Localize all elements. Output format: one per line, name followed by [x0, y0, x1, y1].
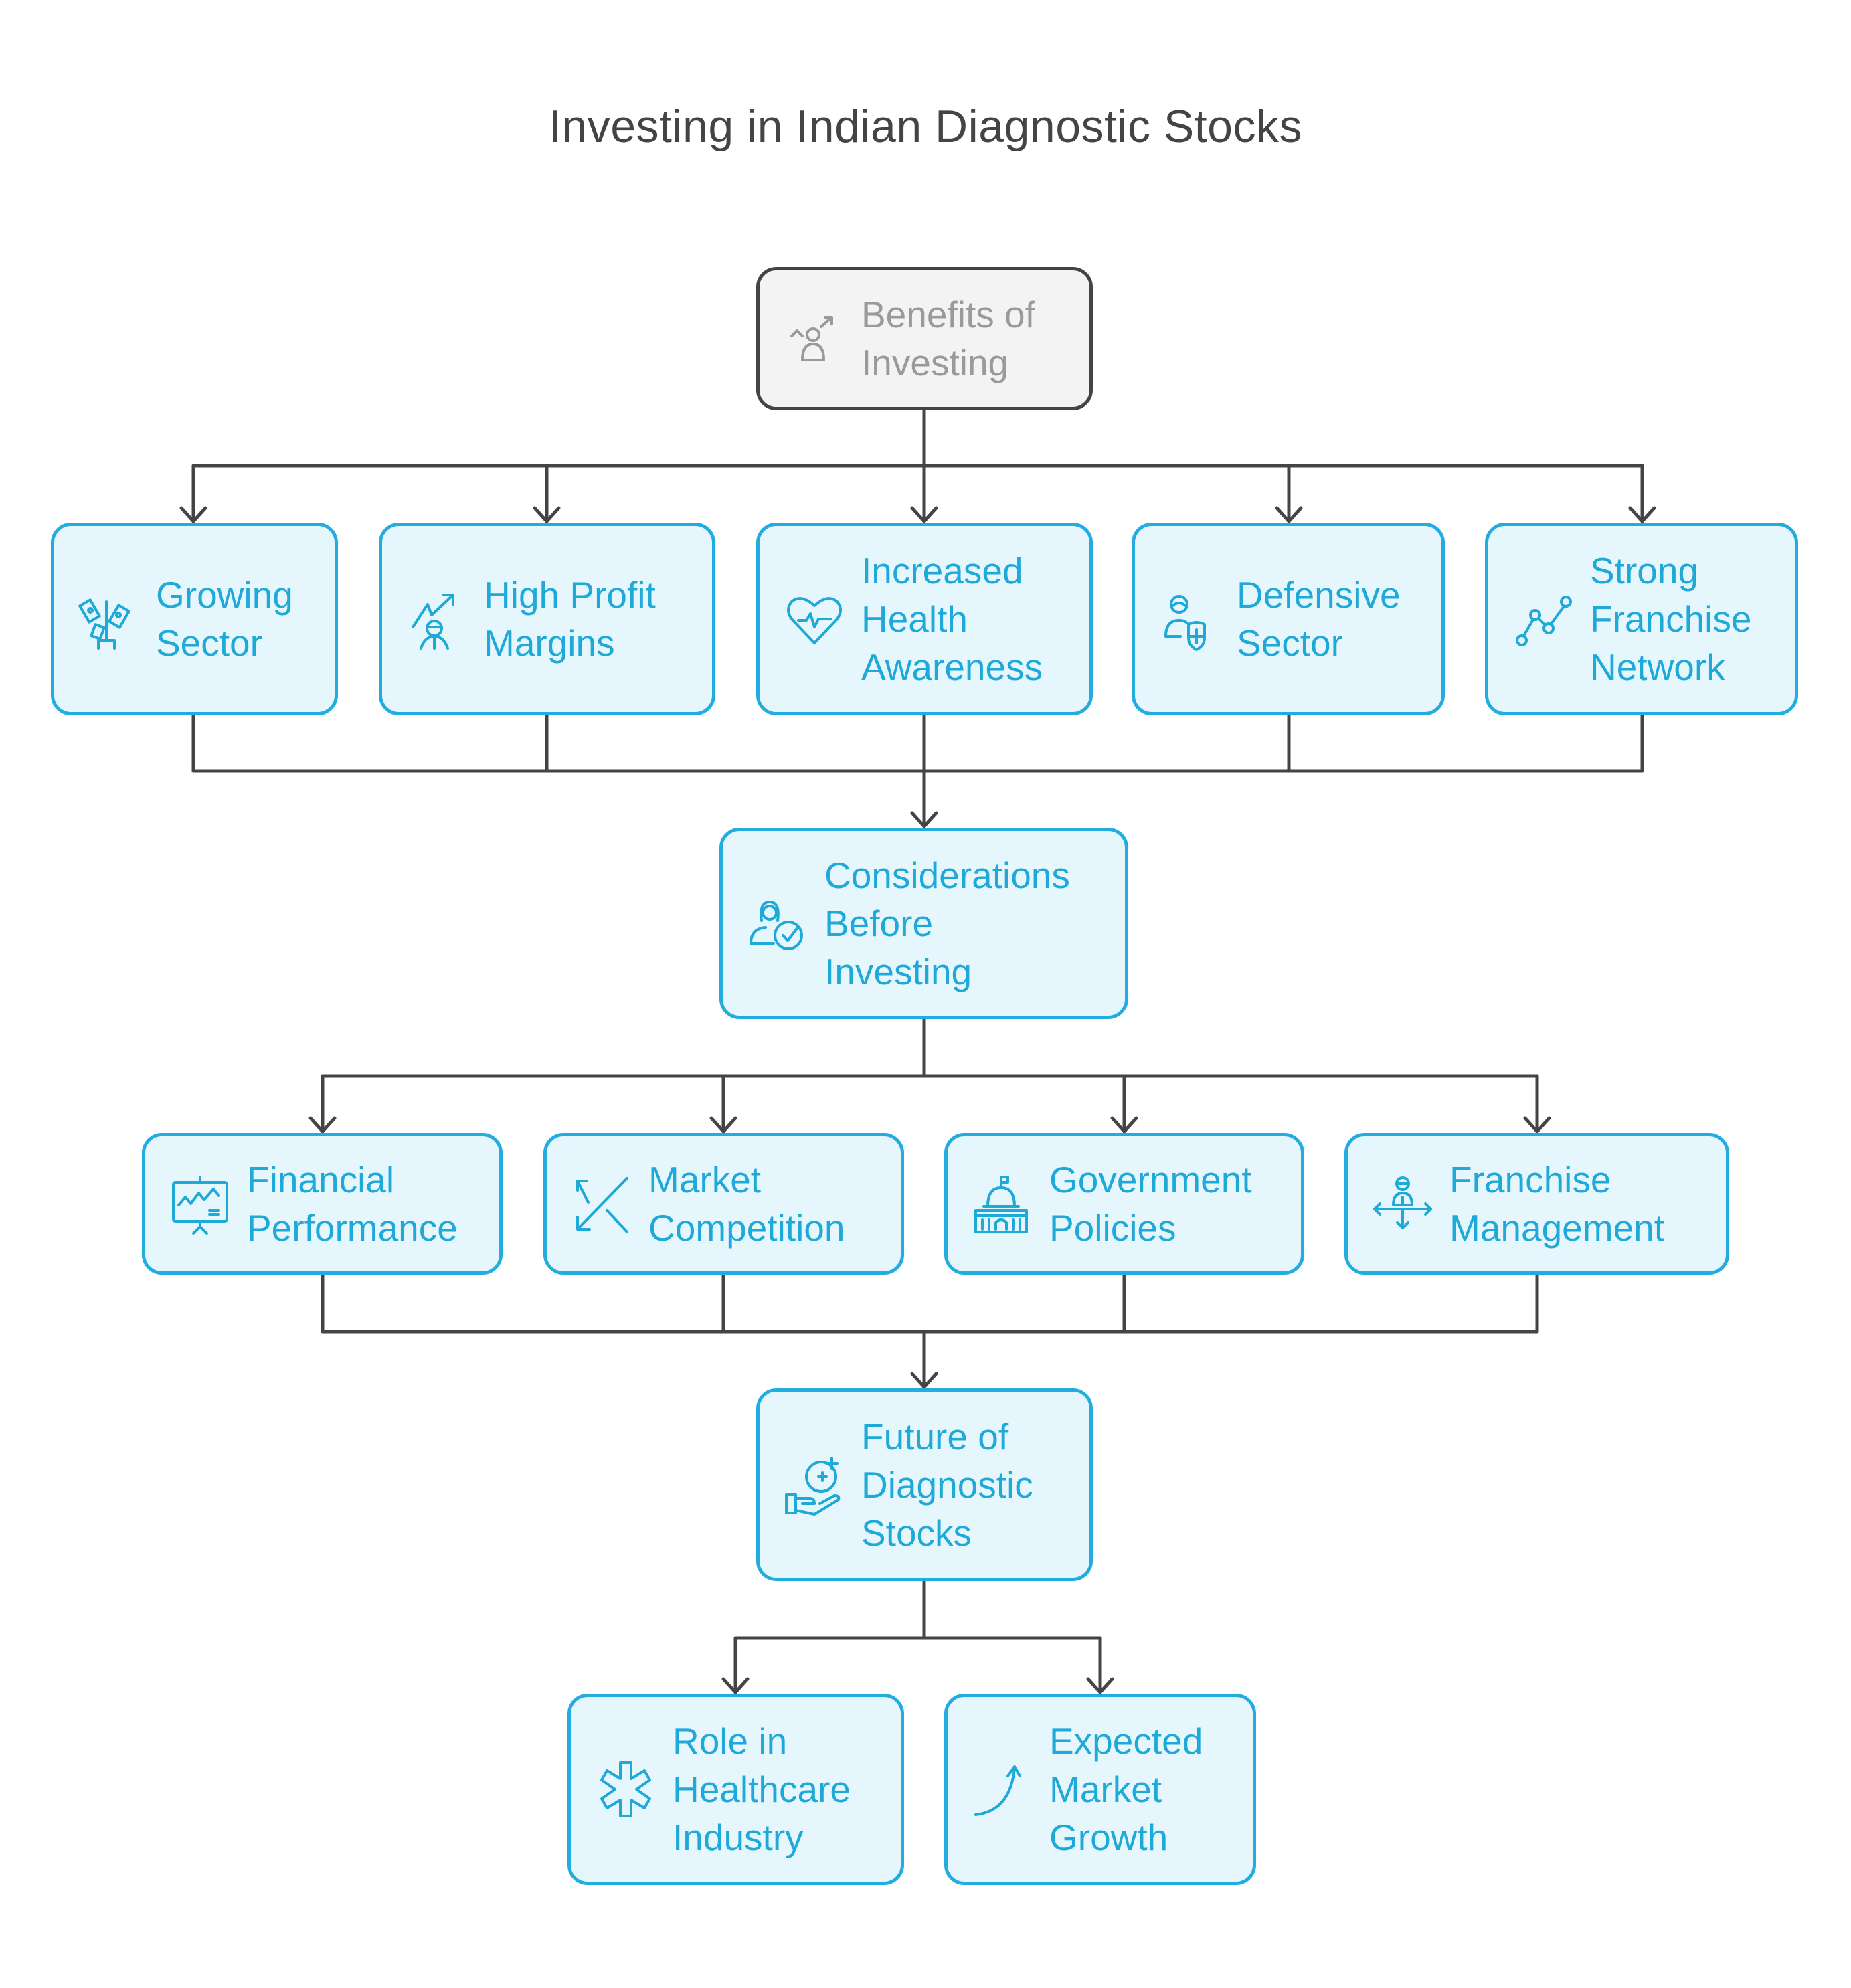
person-check-icon — [745, 891, 810, 956]
node-high-profit-margins[interactable]: High Profit Margins — [379, 523, 715, 715]
node-label: Increased Health Awareness — [861, 550, 1043, 688]
node-franchise-management[interactable]: Franchise Management — [1344, 1133, 1729, 1275]
node-benefits-of-investing[interactable]: Benefits of Investing — [756, 267, 1093, 410]
arrowhead — [709, 1116, 737, 1134]
arrowhead — [1523, 1116, 1551, 1134]
arrowhead — [1086, 1677, 1114, 1694]
node-label: Government Policies — [1049, 1159, 1252, 1249]
arrowhead — [721, 1677, 750, 1694]
node-financial-performance[interactable]: Financial Performance — [142, 1133, 503, 1275]
curved-arrow-up-icon — [970, 1757, 1035, 1821]
money-plant-icon — [77, 587, 141, 651]
node-label: Defensive Sector — [1237, 574, 1401, 664]
person-growth-icon — [782, 306, 847, 371]
node-increased-health-awareness[interactable]: Increased Health Awareness — [756, 523, 1093, 715]
node-government-policies[interactable]: Government Policies — [944, 1133, 1304, 1275]
arrowhead — [910, 506, 938, 523]
node-market-competition[interactable]: Market Competition — [543, 1133, 904, 1275]
node-label: Benefits of Investing — [861, 294, 1035, 383]
node-label: Franchise Management — [1449, 1159, 1665, 1249]
node-label: Future of Diagnostic Stocks — [861, 1416, 1033, 1554]
arrowhead — [910, 811, 938, 828]
node-future-of-diagnostic-stocks[interactable]: Future of Diagnostic Stocks — [756, 1388, 1093, 1581]
crossing-arrows-icon — [569, 1172, 634, 1236]
arrowhead — [1110, 1116, 1138, 1134]
network-nodes-icon — [1511, 587, 1575, 651]
node-expected-market-growth[interactable]: Expected Market Growth — [944, 1694, 1256, 1885]
person-directions-icon — [1371, 1172, 1435, 1236]
node-label: Growing Sector — [156, 574, 293, 664]
node-label: Expected Market Growth — [1049, 1720, 1203, 1858]
arrowhead — [308, 1116, 337, 1134]
arrowhead — [179, 506, 207, 523]
capitol-building-icon — [970, 1172, 1035, 1236]
node-label: Market Competition — [648, 1159, 845, 1249]
arrowhead — [1628, 506, 1656, 523]
node-label: Considerations Before Investing — [824, 854, 1070, 992]
hand-medical-icon — [782, 1453, 847, 1517]
arrowhead — [910, 1372, 938, 1389]
node-label: Financial Performance — [247, 1159, 458, 1249]
heartbeat-icon — [782, 587, 847, 651]
node-role-in-healthcare-industry[interactable]: Role in Healthcare Industry — [567, 1694, 904, 1885]
node-label: Role in Healthcare Industry — [673, 1720, 851, 1858]
node-strong-franchise-network[interactable]: Strong Franchise Network — [1485, 523, 1798, 715]
doctor-shield-icon — [1158, 587, 1222, 651]
arrowhead — [1275, 506, 1303, 523]
person-trend-up-icon — [405, 587, 469, 651]
node-label: Strong Franchise Network — [1590, 550, 1752, 688]
node-growing-sector[interactable]: Growing Sector — [51, 523, 338, 715]
node-defensive-sector[interactable]: Defensive Sector — [1132, 523, 1445, 715]
node-label: High Profit Margins — [484, 574, 656, 664]
medical-star-icon — [594, 1757, 658, 1821]
presentation-chart-icon — [168, 1172, 232, 1236]
node-considerations-before-investing[interactable]: Considerations Before Investing — [719, 828, 1128, 1019]
diagram-title: Investing in Indian Diagnostic Stocks — [549, 101, 1302, 152]
arrowhead — [533, 506, 561, 523]
